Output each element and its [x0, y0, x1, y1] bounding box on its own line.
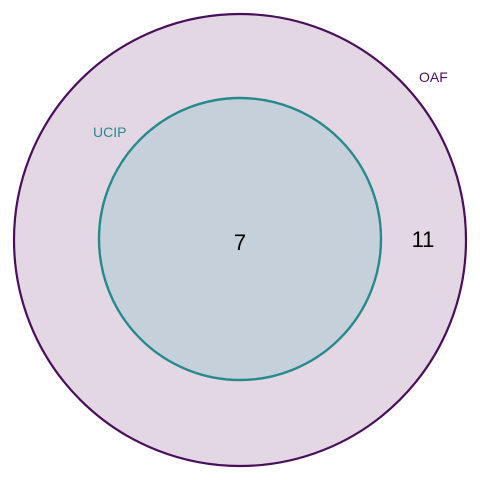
- region-oaf-only-count: 11: [412, 227, 435, 252]
- region-oaf-and-ucip-count: 7: [234, 230, 246, 255]
- set-oaf-label: OAF: [419, 69, 448, 85]
- set-ucip-circle: [97, 96, 383, 382]
- set-ucip-label: UCIP: [93, 124, 126, 140]
